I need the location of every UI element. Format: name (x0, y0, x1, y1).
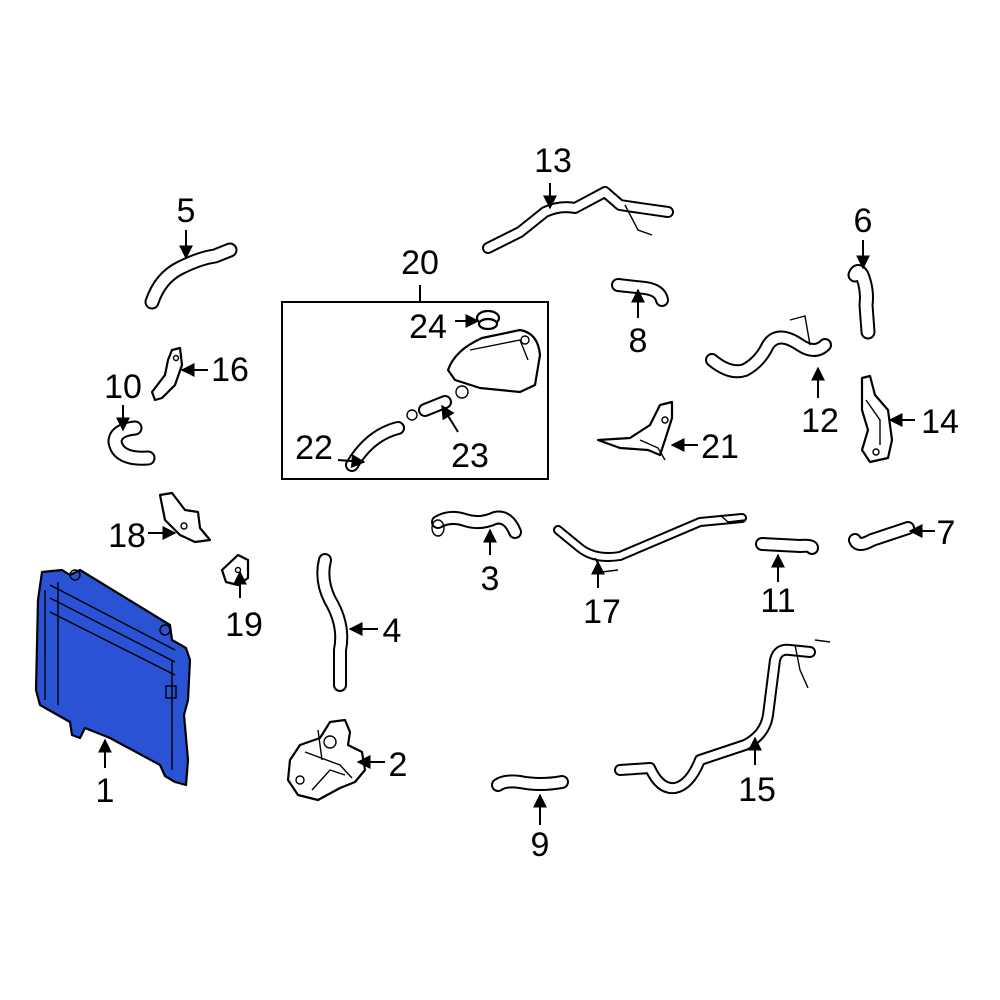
callout-23: 23 (451, 437, 489, 475)
hose-9-part[interactable] (491, 774, 569, 792)
callout-16: 16 (211, 351, 249, 389)
callout-1: 1 (96, 772, 115, 810)
callout-22: 22 (295, 429, 333, 467)
radiator-part[interactable] (34, 568, 192, 787)
callout-13: 13 (534, 142, 572, 180)
pipe-13-part[interactable] (482, 186, 674, 254)
hose-11-part[interactable] (755, 537, 819, 555)
callout-6: 6 (854, 202, 873, 240)
hose-4-part[interactable] (316, 553, 349, 692)
callout-8: 8 (629, 322, 648, 360)
callout-labels: 1 2 3 4 5 6 7 8 9 10 11 12 13 14 15 16 1… (96, 142, 959, 864)
pipe-17-part[interactable] (553, 513, 747, 573)
hose-7-part[interactable] (848, 521, 915, 551)
callout-24: 24 (409, 308, 447, 346)
hose-3-part[interactable] (431, 510, 522, 539)
callout-19: 19 (225, 606, 263, 644)
bracket-19-part[interactable] (220, 553, 250, 587)
callout-9: 9 (531, 826, 550, 864)
hose-5-part[interactable] (144, 242, 238, 310)
bracket-14-part[interactable] (860, 374, 894, 464)
bracket-18-part[interactable] (158, 491, 212, 544)
callout-17: 17 (583, 593, 621, 631)
callout-2: 2 (389, 746, 408, 784)
callout-18: 18 (108, 517, 146, 555)
hose-23-part[interactable] (406, 385, 469, 421)
callout-10: 10 (104, 368, 142, 406)
callout-4: 4 (383, 612, 402, 650)
reservoir-kit-box (281, 301, 549, 480)
hose-12-part[interactable] (705, 315, 832, 379)
callout-5: 5 (177, 192, 196, 230)
reservoir-cap-24-part[interactable] (475, 309, 501, 331)
thermostat-housing-part[interactable] (286, 718, 367, 802)
leader-lines (98, 183, 935, 825)
callout-15: 15 (738, 771, 776, 809)
callout-21: 21 (701, 428, 739, 466)
hose-10-part[interactable] (107, 420, 156, 466)
callout-11: 11 (760, 582, 795, 620)
hose-8-part[interactable] (611, 278, 669, 307)
callout-20: 20 (401, 244, 439, 282)
reservoir-hose-22-part[interactable] (345, 421, 405, 472)
callout-12: 12 (801, 402, 839, 440)
callout-7: 7 (937, 514, 956, 552)
bracket-16-part[interactable] (150, 346, 184, 402)
pipe-15-part[interactable] (614, 639, 831, 795)
callout-14: 14 (921, 403, 959, 441)
reservoir-tank-part[interactable] (446, 328, 542, 394)
hose-6-part[interactable] (847, 264, 876, 340)
callout-3: 3 (481, 560, 500, 598)
bracket-21-part[interactable] (596, 400, 674, 461)
